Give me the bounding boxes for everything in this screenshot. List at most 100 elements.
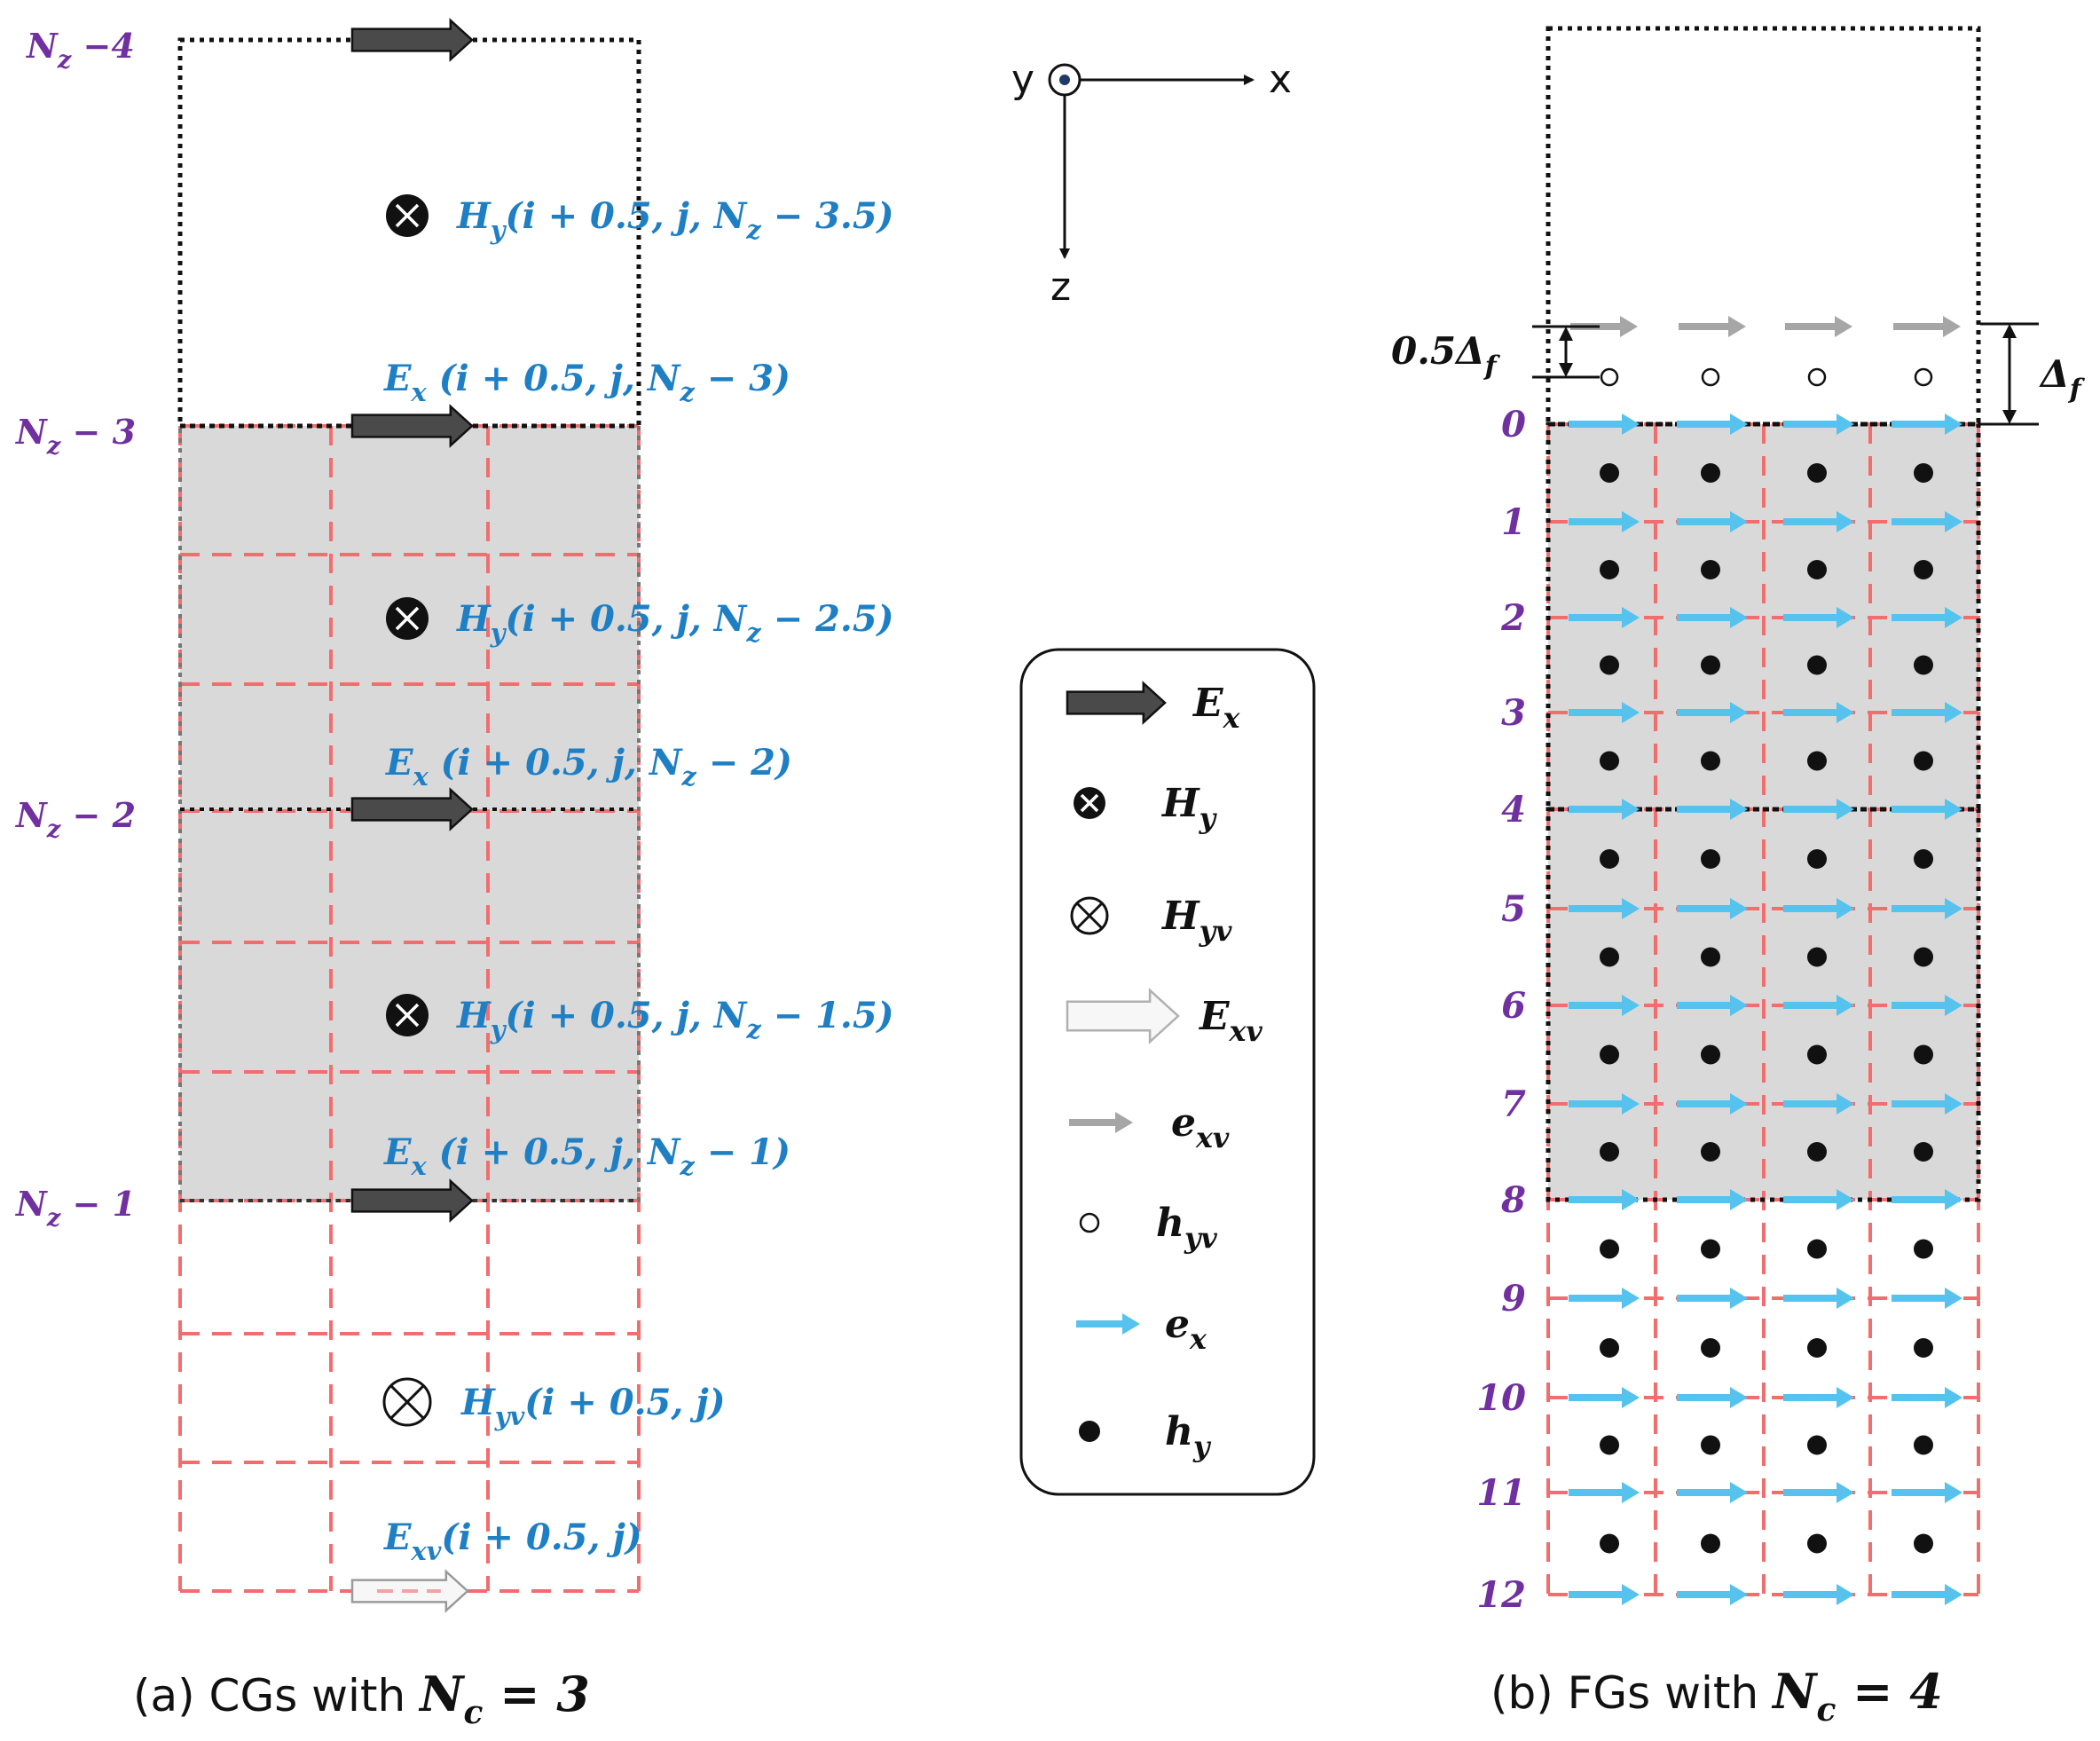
hy-label: Hy​(i + 0.5, j, Nz​ − 1.5) xyxy=(456,995,894,1044)
legend-item: Hyv​ xyxy=(1070,894,1232,948)
caption-math: N xyxy=(1771,1663,1819,1720)
ex-fine-arrow-head xyxy=(1837,1482,1854,1503)
legend-item: ex​ xyxy=(1076,1302,1207,1356)
subscript: x xyxy=(413,761,429,792)
text-run: (i + 0.5, j, xyxy=(506,995,714,1036)
y-axis-dot xyxy=(1059,75,1070,85)
text-run: − 1.5) xyxy=(761,995,894,1036)
text-run: E xyxy=(1192,681,1224,726)
hy-fine-dot xyxy=(1600,849,1619,869)
subscript: y xyxy=(490,618,507,648)
text-run: − 3.5) xyxy=(761,195,894,237)
exv-fine-arrow-head xyxy=(1835,316,1852,337)
ex-fine-arrow-head xyxy=(1730,414,1748,435)
legend-box xyxy=(1019,648,1316,1496)
hy-fine-dot xyxy=(1807,1533,1827,1554)
hy-fine-dot xyxy=(1807,751,1827,771)
text-run: H xyxy=(456,195,492,237)
ex-fine-arrow-head xyxy=(1837,511,1854,532)
text-run: − 2.5) xyxy=(761,598,894,640)
ex-label: Ex​ (i + 0.5, j, Nz​ − 2) xyxy=(385,742,792,792)
delta-arrowhead xyxy=(2002,324,2017,338)
text-run: E xyxy=(383,358,412,399)
ex-fine-arrow-head xyxy=(1622,1482,1640,1503)
ex-fine-arrow-head xyxy=(1622,414,1640,435)
row-label: Nz​ −4 xyxy=(26,26,135,74)
caption-math: = 4 xyxy=(1836,1663,1942,1720)
fine-row-label: 9 xyxy=(1501,1278,1526,1320)
captions: (a) CGs with Nc = 3(b) FGs with Nc = 4 xyxy=(133,1663,1943,1731)
cross-line xyxy=(1080,793,1099,813)
legend-label: hyv​ xyxy=(1156,1201,1217,1255)
ex-fine-arrow-head xyxy=(1730,1288,1748,1309)
hyv-marker xyxy=(382,1377,432,1427)
hy-fine-dot xyxy=(1600,1239,1619,1259)
crossed-dot-icon xyxy=(1074,787,1105,819)
hy-fine-dot xyxy=(1807,655,1827,675)
hy-fine-dot xyxy=(1807,1044,1827,1065)
caption-b: (b) FGs with Nc = 4 xyxy=(1490,1663,1943,1729)
panel-a-coarse-grid: Nz​ −4Nz​ − 3Nz​ − 2Nz​ − 1Hy​(i + 0.5, … xyxy=(15,18,894,1613)
text-run: 0.5 xyxy=(1391,329,1456,373)
ex-fine-arrow-head xyxy=(1945,1288,1962,1309)
text-run: N xyxy=(648,742,683,784)
hy-fine-dot xyxy=(1701,947,1720,967)
hy-fine-dot xyxy=(1807,1142,1827,1162)
cross-line xyxy=(1075,902,1104,930)
hy-fine-dot xyxy=(1701,1044,1720,1065)
subscript: x xyxy=(411,377,428,407)
hy-fine-dot xyxy=(1914,1533,1933,1554)
legend-label: Exv​ xyxy=(1198,994,1262,1048)
subscript: xv xyxy=(1229,1015,1263,1048)
fine-row-label: 8 xyxy=(1500,1179,1526,1221)
subscript: z xyxy=(46,1203,61,1232)
subscript: y xyxy=(490,215,507,245)
black-dot-icon xyxy=(1079,1421,1100,1442)
hy-fine-dot xyxy=(1600,1435,1619,1455)
hy-marker xyxy=(386,597,429,640)
ex-fine-arrow-head xyxy=(1945,414,1962,435)
text-run: N xyxy=(646,358,681,399)
fine-row-label: 2 xyxy=(1500,597,1526,639)
y-axis-label: y xyxy=(1011,57,1034,102)
fine-row-label: 12 xyxy=(1476,1574,1526,1616)
ex-fine-arrow-head xyxy=(1837,1584,1854,1605)
hyv-fine-circle xyxy=(1914,367,1933,387)
ex-fine-arrow-head xyxy=(1945,607,1962,628)
text-run: N xyxy=(15,795,48,835)
delta-label: Δf​ xyxy=(2039,352,2086,406)
ex-fine-arrow-head xyxy=(1622,1387,1640,1408)
hy-fine-dot xyxy=(1600,560,1619,579)
hy-marker xyxy=(386,994,429,1036)
legend-item: hy​ xyxy=(1079,1409,1212,1463)
legend-item: Ex​ xyxy=(1066,681,1241,735)
text-run: H xyxy=(460,1382,496,1423)
legend: Ex​Hy​Hyv​Exv​exv​hyv​ex​hy​ xyxy=(1019,648,1316,1496)
text-run: E xyxy=(383,1131,412,1173)
row-label: Nz​ − 3 xyxy=(15,412,136,460)
subscript: x xyxy=(1189,1323,1207,1356)
ex-fine-arrow-head xyxy=(1945,1387,1962,1408)
hy-fine-dot xyxy=(1807,560,1827,579)
subscript: z xyxy=(745,215,761,245)
crossed-circle-icon xyxy=(1070,896,1109,935)
ex-fine-arrow-head xyxy=(1837,1093,1854,1115)
x-axis-label: x xyxy=(1269,57,1292,102)
hyv-label: Hyv​(i + 0.5, j) xyxy=(460,1382,726,1431)
hy-fine-dot xyxy=(1701,463,1720,483)
legend-item: Exv​ xyxy=(1066,988,1262,1048)
text-run: (i + 0.5, j, xyxy=(506,598,714,640)
caption-prefix: (b) FGs with xyxy=(1490,1667,1773,1719)
hy-fine-dot xyxy=(1914,560,1933,579)
hy-label: Hy​(i + 0.5, j, Nz​ − 3.5) xyxy=(456,195,894,245)
ex-fine-arrow-head xyxy=(1837,414,1854,435)
text-run: E xyxy=(1198,994,1231,1039)
ex-fine-arrow-head xyxy=(1730,995,1748,1016)
ex-arrow-2 xyxy=(350,787,474,831)
hy-fine-dot xyxy=(1807,463,1827,483)
ex-fine-arrow-head xyxy=(1945,1584,1962,1605)
ex-fine-arrow-head xyxy=(1622,702,1640,723)
hy-fine-dot xyxy=(1807,849,1827,869)
fine-row-label: 0 xyxy=(1501,404,1526,445)
